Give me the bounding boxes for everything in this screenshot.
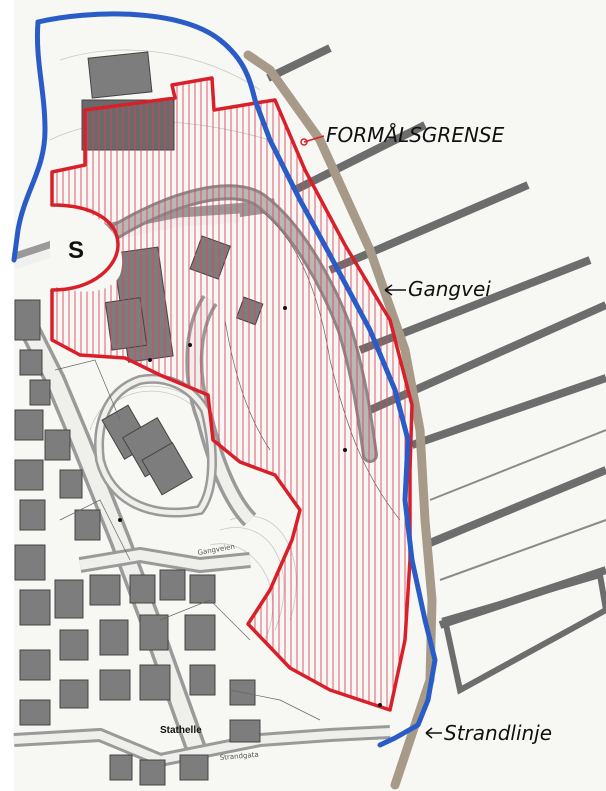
walkway-arrowhead xyxy=(384,284,393,296)
zone-boundary-line xyxy=(50,76,414,712)
place-name-label: Stathelle xyxy=(160,725,202,736)
pier-end-frame xyxy=(441,571,606,695)
shoreline-line xyxy=(35,11,438,748)
survey-points xyxy=(118,306,382,707)
symbol-s-label: S xyxy=(68,237,84,264)
left-margin xyxy=(0,0,14,791)
pier-floats xyxy=(429,429,606,581)
s-zone-hatch xyxy=(50,205,123,292)
shoreline-west xyxy=(11,19,48,263)
shoreline-arrowhead xyxy=(425,727,433,739)
boundary-label: FORMÅLSGRENSE xyxy=(326,123,505,147)
shoreline-label: Strandlinje xyxy=(444,721,552,745)
street-label-strandgata: Strandgata xyxy=(219,751,259,762)
boundary-leader-dot xyxy=(300,138,308,146)
walkway-label: Gangvei xyxy=(408,277,491,301)
buildings xyxy=(14,51,264,786)
